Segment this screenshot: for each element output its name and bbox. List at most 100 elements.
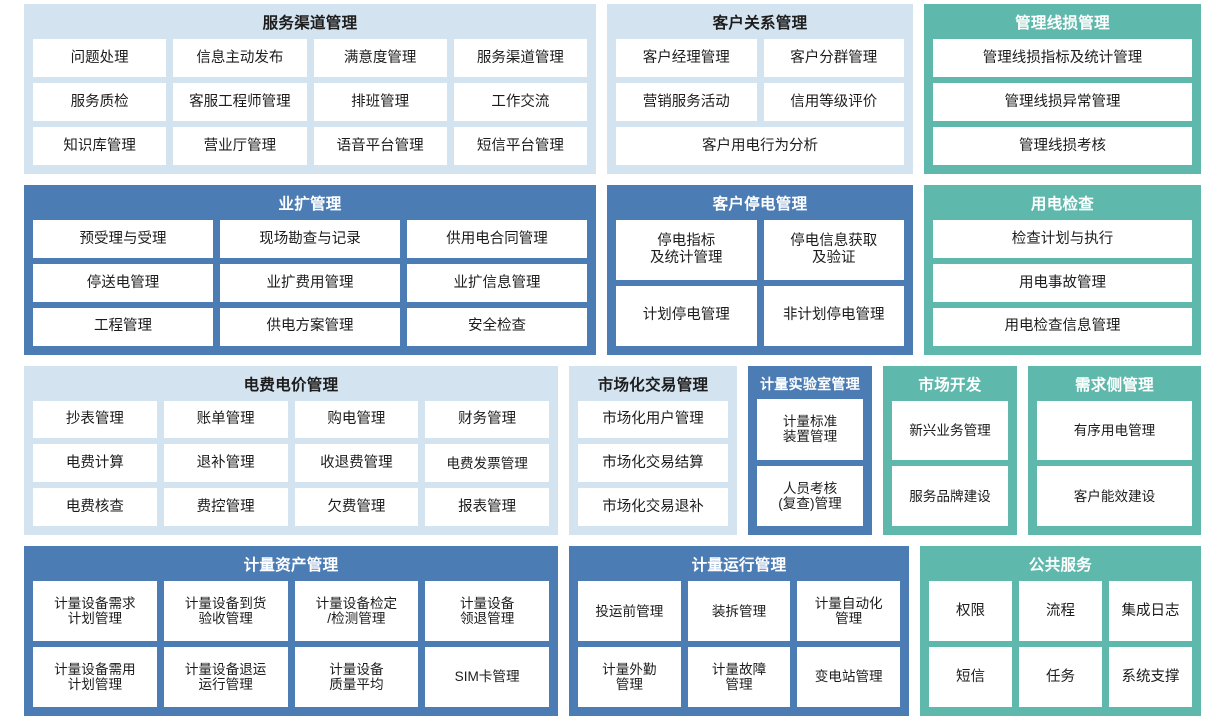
tile-task[interactable]: 任务 <box>1019 647 1102 708</box>
tile-credit-rating-evaluation[interactable]: 信用等级评价 <box>763 82 904 121</box>
tile-electricity-invoice-management[interactable]: 电费发票管理 <box>425 444 549 483</box>
card-tariff-price-management[interactable]: 电费电价管理 抄表管理 账单管理 购电管理 财务管理 电费计算 退补管理 收退费… <box>24 365 558 536</box>
tile-metering-device-usage-plan[interactable]: 计量设备需用 计划管理 <box>33 647 157 708</box>
card-metering-laboratory-management[interactable]: 计量实验室管理 计量标准 装置管理 人员考核 (复查)管理 <box>748 365 872 536</box>
tile-metering-device-demand-plan[interactable]: 计量设备需求 计划管理 <box>33 581 157 642</box>
tile-metering-device-verification-testing[interactable]: 计量设备检定 /检测管理 <box>294 581 419 642</box>
tile-safety-inspection[interactable]: 安全检查 <box>407 307 587 346</box>
tile-row: 问题处理 信息主动发布 满意度管理 服务渠道管理 <box>33 39 587 77</box>
tile-knowledge-base-management[interactable]: 知识库管理 <box>33 126 167 165</box>
tile-power-supply-plan-management[interactable]: 供电方案管理 <box>220 307 400 346</box>
tile-shift-scheduling[interactable]: 排班管理 <box>313 82 447 121</box>
tile-sms[interactable]: 短信 <box>929 647 1012 708</box>
card-demand-side-management[interactable]: 需求侧管理 有序用电管理 客户能效建设 <box>1028 365 1201 536</box>
tile-row: 电费核查 费控管理 欠费管理 报表管理 <box>33 488 549 527</box>
tile-metering-device-decommission-operation[interactable]: 计量设备退运 运行管理 <box>163 647 288 708</box>
tile-refund-supplement-management[interactable]: 退补管理 <box>163 444 288 483</box>
tile-satisfaction-management[interactable]: 满意度管理 <box>313 39 447 77</box>
card-market-development[interactable]: 市场开发 新兴业务管理 服务品牌建设 <box>883 365 1017 536</box>
card-business-expansion-management[interactable]: 业扩管理 预受理与受理 现场勘查与记录 供用电合同管理 停送电管理 业扩费用管理… <box>24 184 596 355</box>
tile-fee-control-management[interactable]: 费控管理 <box>163 488 288 527</box>
tile-expansion-info-management[interactable]: 业扩信息管理 <box>407 263 587 302</box>
tile-orderly-power-use-management[interactable]: 有序用电管理 <box>1037 400 1192 461</box>
tile-market-trading-refund[interactable]: 市场化交易退补 <box>578 488 728 527</box>
tile-service-quality-inspection[interactable]: 服务质检 <box>33 82 167 121</box>
tile-site-survey-and-record[interactable]: 现场勘查与记录 <box>220 219 400 258</box>
tile-planned-outage-management[interactable]: 计划停电管理 <box>616 285 757 346</box>
tile-inspection-info-management[interactable]: 用电检查信息管理 <box>933 307 1192 346</box>
tile-outage-info-acquisition-verification[interactable]: 停电信息获取 及验证 <box>763 219 904 280</box>
tile-pre-acceptance-and-acceptance[interactable]: 预受理与受理 <box>33 219 213 258</box>
tile-inspection-plan-and-execution[interactable]: 检查计划与执行 <box>933 219 1192 258</box>
card-management-line-loss[interactable]: 管理线损管理 管理线损指标及统计管理 管理线损异常管理 管理线损考核 <box>924 4 1201 174</box>
tile-substation-management[interactable]: 变电站管理 <box>797 647 901 708</box>
tile-power-purchase-management[interactable]: 购电管理 <box>294 400 419 439</box>
tile-service-brand-building[interactable]: 服务品牌建设 <box>892 466 1008 527</box>
tile-metering-automation-management[interactable]: 计量自动化 管理 <box>797 581 901 642</box>
tile-install-remove-management[interactable]: 装拆管理 <box>687 581 791 642</box>
tile-system-support[interactable]: 系统支撑 <box>1109 647 1192 708</box>
tile-project-management[interactable]: 工程管理 <box>33 307 213 346</box>
tile-workflow[interactable]: 流程 <box>1019 581 1102 642</box>
tile-power-cut-restore-management[interactable]: 停送电管理 <box>33 263 213 302</box>
tile-unplanned-outage-management[interactable]: 非计划停电管理 <box>763 285 904 346</box>
tile-permissions[interactable]: 权限 <box>929 581 1012 642</box>
tile-voice-platform-management[interactable]: 语音平台管理 <box>313 126 447 165</box>
tile-metering-standard-device-management[interactable]: 计量标准 装置管理 <box>757 398 863 460</box>
tile-account-manager-management[interactable]: 客户经理管理 <box>616 39 757 77</box>
tile-tariff-calculation[interactable]: 电费计算 <box>33 444 157 483</box>
tile-collection-refund-management[interactable]: 收退费管理 <box>294 444 419 483</box>
card-customer-relationship-management[interactable]: 客户关系管理 客户经理管理 客户分群管理 营销服务活动 信用等级评价 客户用电行… <box>607 4 913 174</box>
tile-customer-segmentation-management[interactable]: 客户分群管理 <box>763 39 904 77</box>
card-market-trading-management[interactable]: 市场化交易管理 市场化用户管理 市场化交易结算 市场化交易退补 <box>569 365 737 536</box>
tile-pre-commissioning-management[interactable]: 投运前管理 <box>578 581 681 642</box>
tile-line-loss-indicator-statistics[interactable]: 管理线损指标及统计管理 <box>933 39 1192 77</box>
tile-metering-fault-management[interactable]: 计量故障 管理 <box>687 647 791 708</box>
tile-sim-card-management[interactable]: SIM卡管理 <box>425 647 549 708</box>
tile-proactive-info-release[interactable]: 信息主动发布 <box>173 39 307 77</box>
card-customer-outage-management[interactable]: 客户停电管理 停电指标 及统计管理 停电信息获取 及验证 计划停电管理 非计划停… <box>607 184 913 355</box>
tile-issue-handling[interactable]: 问题处理 <box>33 39 167 77</box>
tile-emerging-business-management[interactable]: 新兴业务管理 <box>892 400 1008 461</box>
tile-market-user-management[interactable]: 市场化用户管理 <box>578 400 728 439</box>
card-electricity-usage-inspection[interactable]: 用电检查 检查计划与执行 用电事故管理 用电检查信息管理 <box>924 184 1201 355</box>
tile-personnel-assessment-review-management[interactable]: 人员考核 (复查)管理 <box>757 465 863 527</box>
tile-metering-device-arrival-acceptance[interactable]: 计量设备到货 验收管理 <box>163 581 288 642</box>
card-title: 公共服务 <box>1028 557 1093 575</box>
card-service-channel-management[interactable]: 服务渠道管理 问题处理 信息主动发布 满意度管理 服务渠道管理 服务质检 客服工… <box>24 4 596 174</box>
tile-integration-log[interactable]: 集成日志 <box>1109 581 1192 642</box>
tile-metering-device-quality-average[interactable]: 计量设备 质量平均 <box>294 647 419 708</box>
tile-line-loss-assessment[interactable]: 管理线损考核 <box>933 126 1192 165</box>
tile-sms-platform-management[interactable]: 短信平台管理 <box>453 126 587 165</box>
tile-row: 客户用电行为分析 <box>616 126 904 165</box>
tile-business-hall-management[interactable]: 营业厅管理 <box>173 126 307 165</box>
tile-electricity-accident-management[interactable]: 用电事故管理 <box>933 263 1192 302</box>
card-metering-asset-management[interactable]: 计量资产管理 计量设备需求 计划管理 计量设备到货 验收管理 计量设备检定 /检… <box>24 546 558 716</box>
tile-marketing-service-activity[interactable]: 营销服务活动 <box>616 82 757 121</box>
tile-metering-device-issue-return[interactable]: 计量设备 领退管理 <box>425 581 549 642</box>
tile-line-loss-exception-management[interactable]: 管理线损异常管理 <box>933 82 1192 121</box>
tile-tariff-audit[interactable]: 电费核查 <box>33 488 157 527</box>
tile-customer-electricity-behavior-analysis[interactable]: 客户用电行为分析 <box>616 126 904 165</box>
card-metering-operation-management[interactable]: 计量运行管理 投运前管理 装拆管理 计量自动化 管理 计量外勤 管理 计量故障 … <box>569 546 909 716</box>
tile-metering-field-work-management[interactable]: 计量外勤 管理 <box>578 647 681 708</box>
tile-customer-energy-efficiency-building[interactable]: 客户能效建设 <box>1037 466 1192 527</box>
tile-meter-reading-management[interactable]: 抄表管理 <box>33 400 157 439</box>
tile-report-management[interactable]: 报表管理 <box>425 488 549 527</box>
tile-expansion-fee-management[interactable]: 业扩费用管理 <box>220 263 400 302</box>
tile-work-communication[interactable]: 工作交流 <box>453 82 587 121</box>
tile-row: 短信 任务 系统支撑 <box>929 647 1192 708</box>
card-title: 客户关系管理 <box>712 15 808 32</box>
tile-bill-management[interactable]: 账单管理 <box>163 400 288 439</box>
tile-service-channel-management[interactable]: 服务渠道管理 <box>453 39 587 77</box>
tile-market-trading-settlement[interactable]: 市场化交易结算 <box>578 444 728 483</box>
card-public-service[interactable]: 公共服务 权限 流程 集成日志 短信 任务 系统支撑 <box>920 546 1201 716</box>
tile-service-engineer-management[interactable]: 客服工程师管理 <box>173 82 307 121</box>
tile-arrears-management[interactable]: 欠费管理 <box>294 488 419 527</box>
tile-finance-management[interactable]: 财务管理 <box>425 400 549 439</box>
tile-outage-indicator-statistics[interactable]: 停电指标 及统计管理 <box>616 219 757 280</box>
tile-grid: 投运前管理 装拆管理 计量自动化 管理 计量外勤 管理 计量故障 管理 变电站管… <box>578 581 901 708</box>
tile-power-supply-contract-management[interactable]: 供用电合同管理 <box>407 219 587 258</box>
tile-row: 服务质检 客服工程师管理 排班管理 工作交流 <box>33 82 587 121</box>
